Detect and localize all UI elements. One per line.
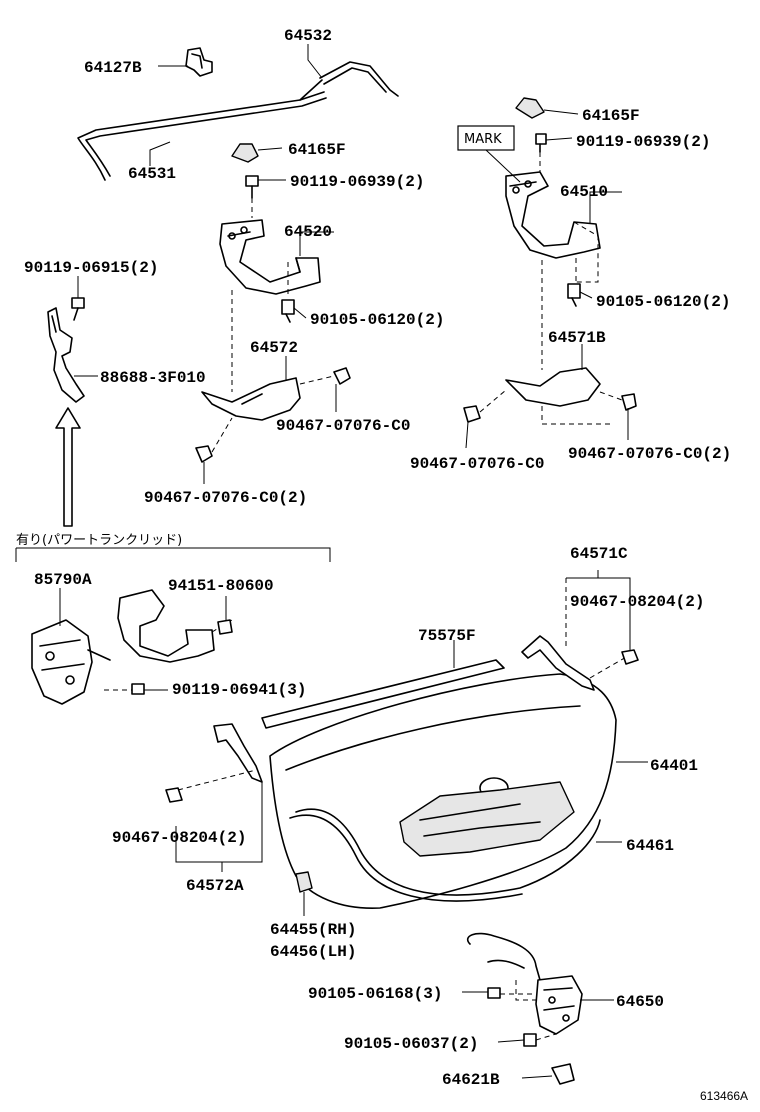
clip-90467-07076-c0-left [195, 417, 233, 463]
bolt-90105-06120-left [281, 262, 295, 323]
label-90119-06941: 90119-06941(3) [172, 681, 306, 699]
bracket-88688-3f010 [47, 307, 85, 403]
hinge-cover-64572 [201, 290, 301, 421]
label-90105-06120-left: 90105-06120(2) [310, 311, 444, 329]
weatherstrip-64461 [289, 808, 601, 902]
motor-85790a [31, 619, 111, 705]
label-64510: 64510 [560, 183, 608, 201]
label-mark: MARK [464, 132, 502, 147]
label-90105-06168: 90105-06168(3) [308, 985, 442, 1003]
striker-64621b [551, 1063, 575, 1085]
label-64571b: 64571B [548, 329, 606, 347]
torsion-bar-64531 [77, 91, 327, 181]
label-64571c: 64571C [570, 545, 628, 563]
bolt-90119-06939-right [535, 133, 547, 172]
label-64401: 64401 [650, 757, 698, 775]
bolt-90105-06168 [487, 987, 536, 999]
trim-64572a [175, 723, 263, 872]
trim-64571c [521, 570, 631, 691]
label-64165f-right: 64165F [582, 107, 640, 125]
label-64456: 64456(LH) [270, 943, 356, 961]
bolt-90105-06120-right [567, 258, 581, 307]
label-90467-08204-left: 90467-08204(2) [112, 829, 246, 847]
clip-90467-07076-c0-right-a [463, 389, 507, 423]
label-85790a: 85790A [34, 571, 92, 589]
label-64572a: 64572A [186, 877, 244, 895]
label-90467-08204-right: 90467-08204(2) [570, 593, 704, 611]
label-90467-07076-c0-right: 90467-07076-C0 [410, 455, 544, 473]
hinge-64510 [505, 171, 601, 283]
label-64621b: 64621B [442, 1071, 500, 1089]
bolt-90119-06939-left [245, 175, 259, 218]
clip-90467-07076-c0-mid [299, 367, 351, 385]
torsion-bar-64532 [299, 61, 399, 101]
cable-assembly [467, 932, 541, 981]
label-90467-07076-c0-2-left: 90467-07076-C0(2) [144, 489, 307, 507]
label-88688-3f010: 88688-3F010 [100, 369, 206, 387]
bumper-64165f-left [231, 143, 259, 163]
bolt-90105-06037 [523, 1033, 557, 1047]
label-90467-07076-c0-2-right: 90467-07076-C0(2) [568, 445, 731, 463]
clip-90467-08204-right [621, 649, 639, 665]
lock-64650 [515, 975, 583, 1035]
label-64650: 64650 [616, 993, 664, 1011]
label-64520: 64520 [284, 223, 332, 241]
bumper-64165f-right [515, 97, 545, 119]
label-64461: 64461 [626, 837, 674, 855]
trunk-lid-64401 [269, 673, 617, 909]
label-64455: 64455(RH) [270, 921, 356, 939]
label-64531: 64531 [128, 165, 176, 183]
label-90467-07076-c0-mid: 90467-07076-C0 [276, 417, 410, 435]
label-64165f-left: 64165F [288, 141, 346, 159]
clip-90467-08204-left [165, 787, 183, 803]
label-90119-06939-right: 90119-06939(2) [576, 133, 710, 151]
bolt-90119-06915 [71, 297, 85, 321]
hinge-cover-64571b [505, 260, 612, 425]
weatherstrip-75575f [261, 659, 505, 729]
label-90105-06037: 90105-06037(2) [344, 1035, 478, 1053]
power-lid-bracket [15, 547, 331, 562]
mark-box [457, 125, 515, 151]
nut-94151-80600 [217, 619, 233, 635]
label-ref-code: 613466A [700, 1089, 748, 1103]
clip-90467-07076-c0-right-b [599, 391, 637, 411]
label-64127b: 64127B [84, 59, 142, 77]
label-power-lid-note: 有り(パワートランクリッド) [16, 533, 182, 548]
clip-64127b [185, 47, 213, 77]
label-94151-80600: 94151-80600 [168, 577, 274, 595]
hinge-64520 [219, 219, 321, 295]
label-90105-06120-right: 90105-06120(2) [596, 293, 730, 311]
label-75575f: 75575F [418, 627, 476, 645]
label-90119-06915: 90119-06915(2) [24, 259, 158, 277]
link-arm-power [117, 589, 233, 663]
stopper-64455-64456 [295, 871, 313, 893]
leader-lines [59, 44, 648, 1079]
bolt-90119-06941 [104, 683, 145, 695]
label-64572: 64572 [250, 339, 298, 357]
label-90119-06939-left: 90119-06939(2) [290, 173, 424, 191]
label-64532: 64532 [284, 27, 332, 45]
direction-arrow [55, 407, 81, 527]
